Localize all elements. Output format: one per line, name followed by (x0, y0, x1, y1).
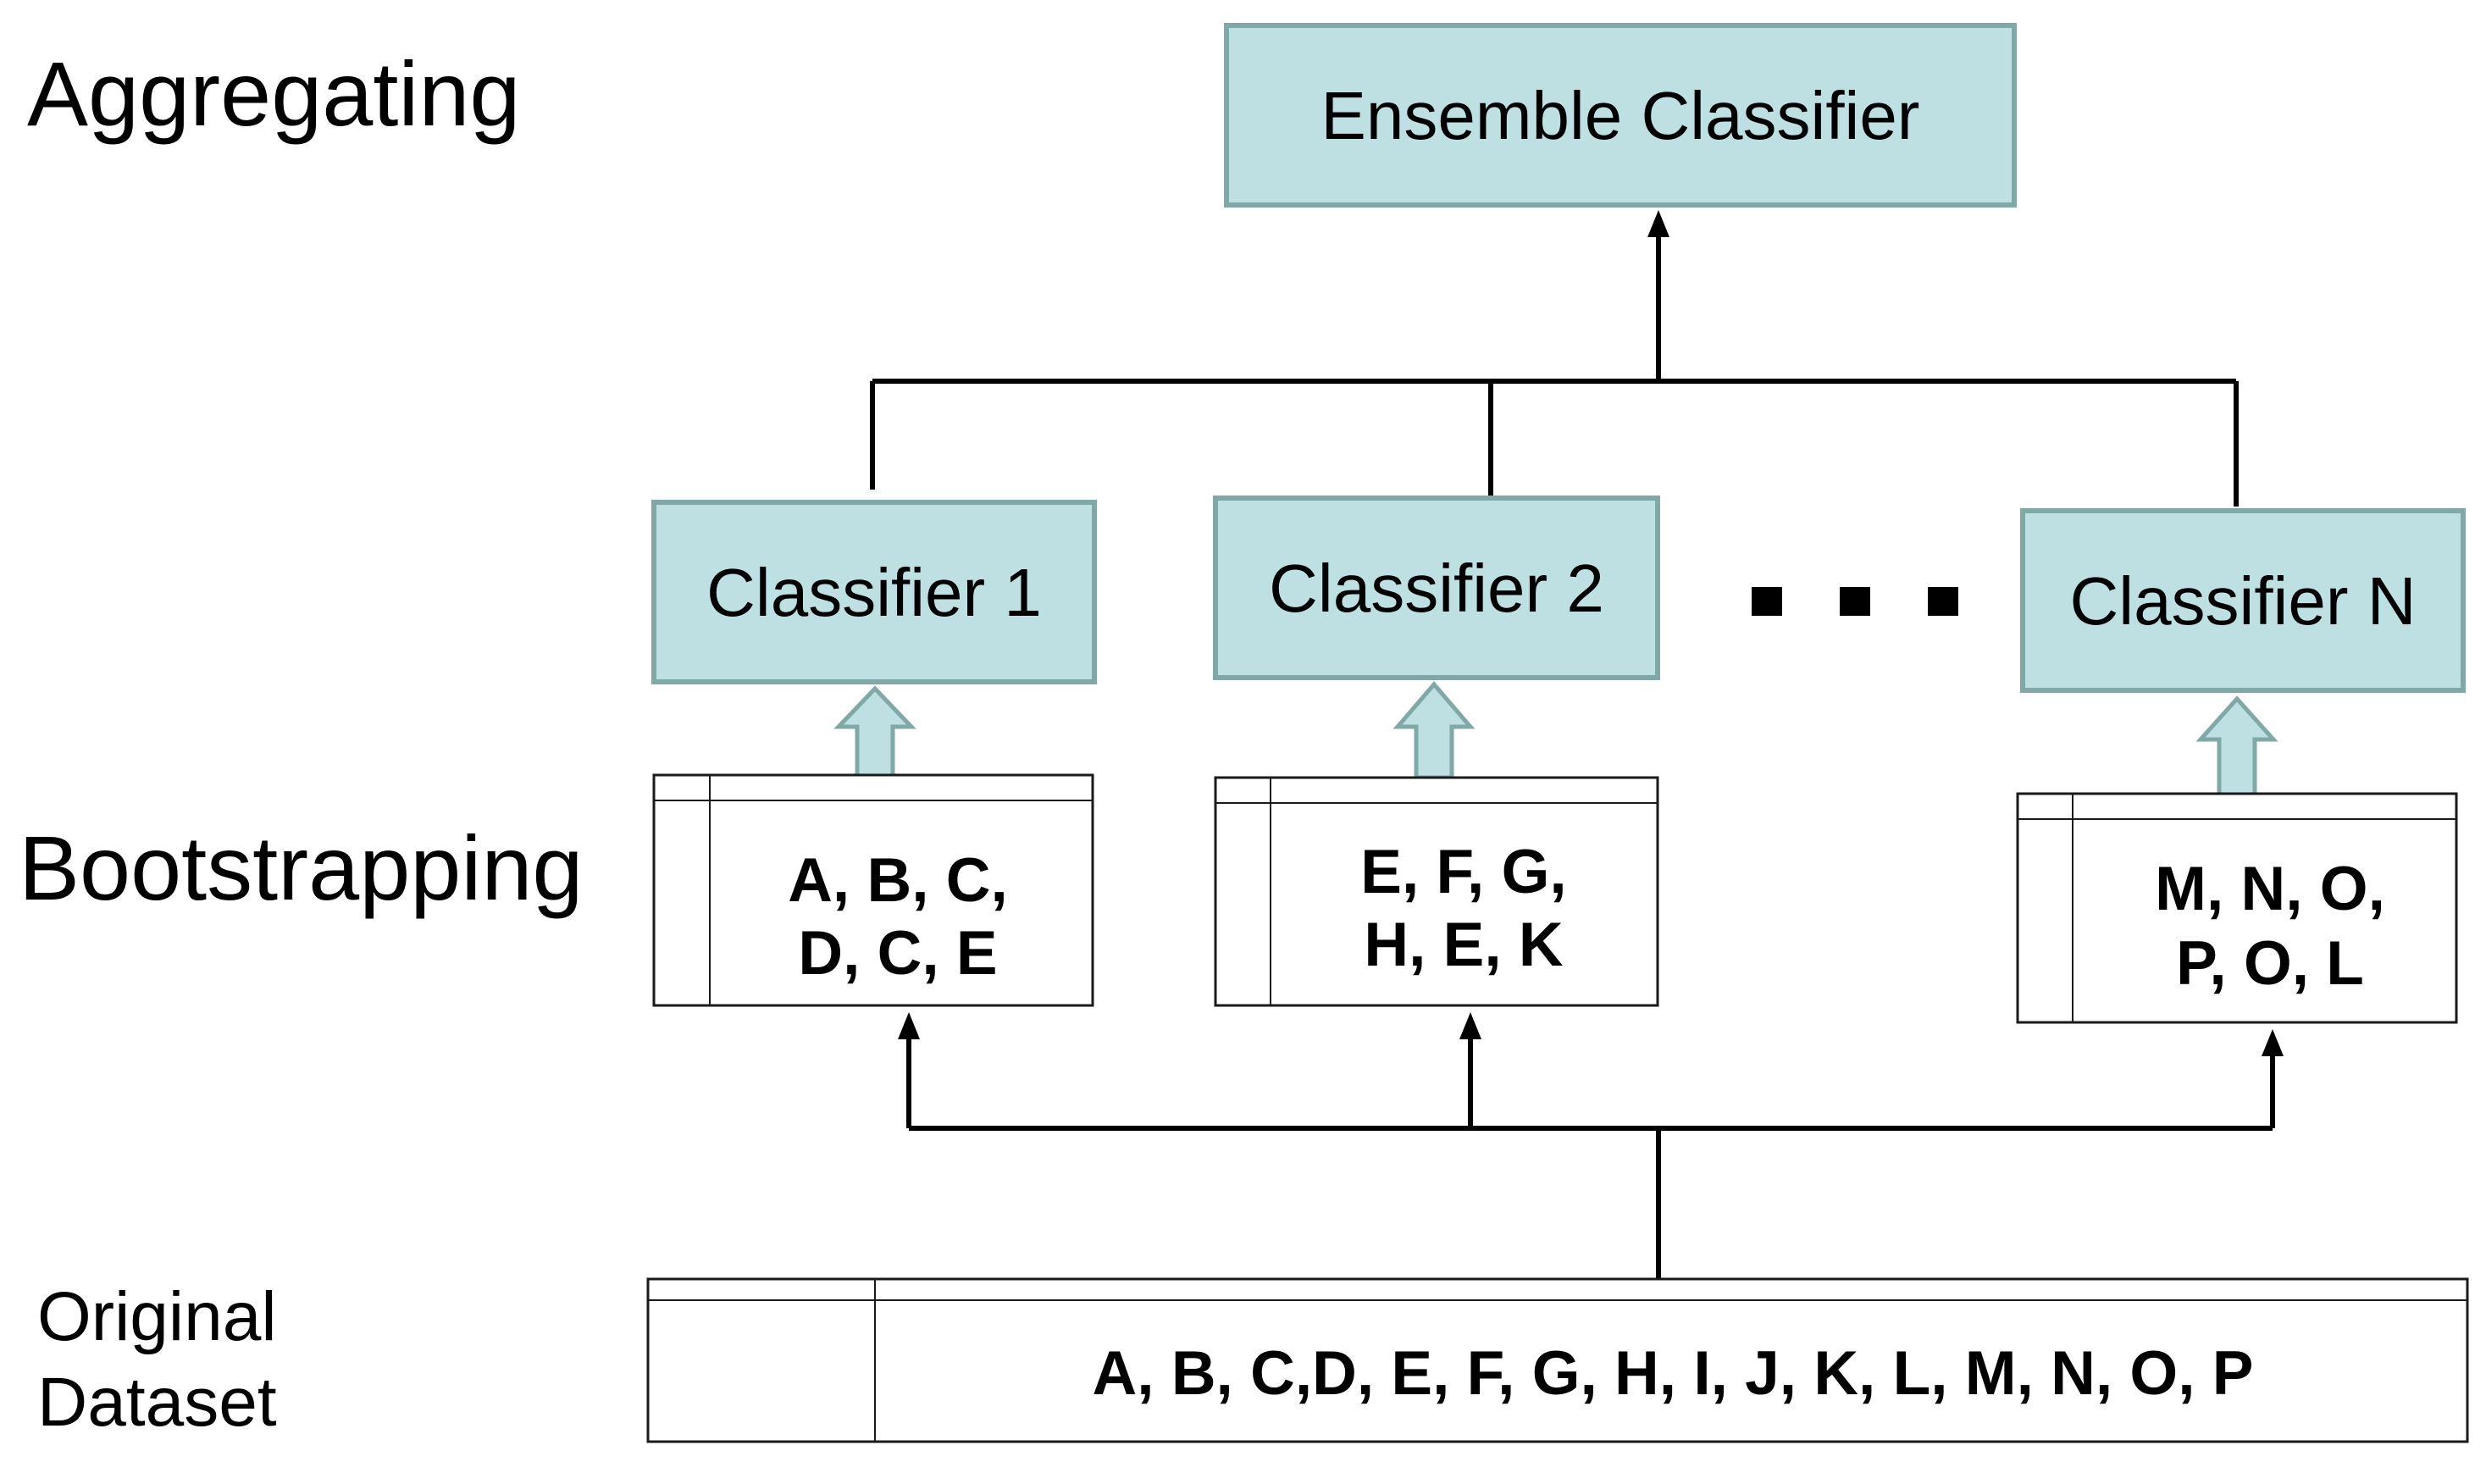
ensemble-classifier-label: Ensemble Classifier (1321, 78, 1920, 153)
classifier-1-box: Classifier 1 (651, 500, 1097, 684)
up-arrow-icon (833, 685, 916, 780)
ensemble-classifier-box: Ensemble Classifier (1224, 23, 2017, 208)
bootstrap-sample-1: A, B, C, D, C, E (652, 773, 1094, 1007)
classifier-n-box: Classifier N (2020, 508, 2466, 693)
classifier-1-label: Classifier 1 (706, 555, 1042, 630)
ensemble-arrowhead (1647, 210, 1669, 237)
classifier-n-label: Classifier N (2070, 563, 2417, 639)
sample-1-arrowhead (898, 1012, 920, 1039)
bootstrap-sample-n: M, N, O, P, O, L (2016, 792, 2458, 1024)
original-dataset-table: A, B, C,D, E, F, G, H, I, J, K, L, M, N,… (646, 1277, 2469, 1443)
bootstrap-sample-2: E, F, G, H, E, K (1214, 776, 1659, 1007)
dataset-label: Dataset (37, 1364, 277, 1441)
sample-n-line-2: P, O, L (2176, 929, 2364, 998)
sample-2-line-1: E, F, G, (1360, 838, 1566, 906)
sample-n-arrowhead (2262, 1029, 2284, 1056)
original-dataset-values: A, B, C,D, E, F, G, H, I, J, K, L, M, N,… (1093, 1339, 2254, 1408)
aggregating-label: Aggregating (27, 42, 520, 145)
sample-2-line-2: H, E, K (1364, 911, 1564, 979)
classifier-2-box: Classifier 2 (1213, 496, 1660, 680)
sample-n-line-1: M, N, O, (2155, 855, 2385, 923)
sample-1-line-1: A, B, C, (788, 846, 1008, 915)
up-arrow-icon (2195, 695, 2278, 797)
ellipsis (1752, 587, 1958, 616)
bootstrapping-label: Bootstrapping (19, 817, 583, 919)
up-arrow-icon (1392, 681, 1476, 780)
classifier-2-label: Classifier 2 (1269, 551, 1604, 626)
sample-1-line-2: D, C, E (798, 919, 997, 988)
bootstrap-connectors (898, 1012, 2284, 1279)
aggregation-connectors (870, 210, 2239, 507)
sample-2-arrowhead (1459, 1012, 1481, 1039)
original-label: Original (37, 1278, 277, 1355)
